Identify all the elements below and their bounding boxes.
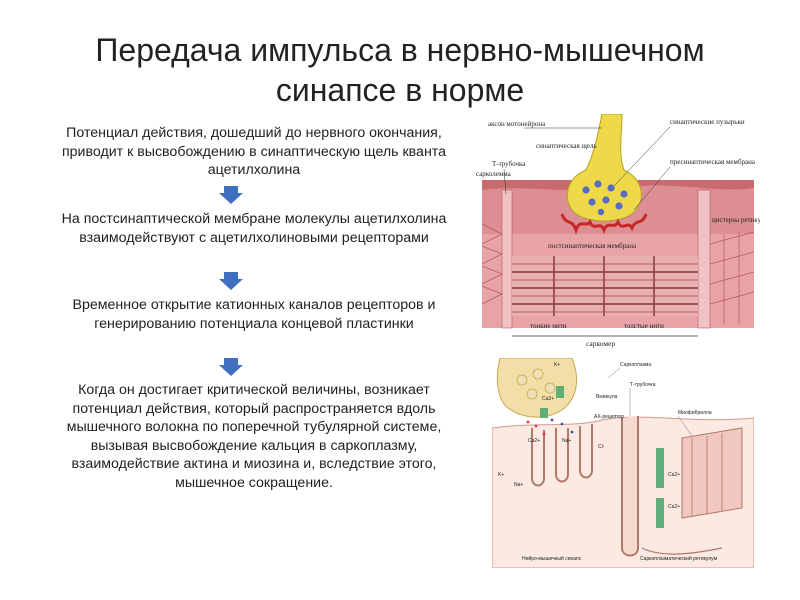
label-axon: аксон мотонейрона xyxy=(488,120,546,128)
label-k-left: K+ xyxy=(498,472,504,478)
down-arrow-icon xyxy=(219,186,243,204)
myofibrils xyxy=(512,256,698,316)
step-text-2: На постсинаптической мембране молекулы а… xyxy=(61,211,447,246)
nerve-terminal xyxy=(496,358,578,418)
label-k-top: K+ xyxy=(554,362,560,368)
label-ca-2: Ca2+ xyxy=(528,438,540,444)
label-ca-4: Ca2+ xyxy=(668,504,680,510)
label-sr: Саркоплазматический ретикулум xyxy=(640,555,718,562)
label-cl: Cl- xyxy=(598,444,605,450)
nerve-terminal xyxy=(566,114,642,222)
label-vesicles: синаптические пузырьки xyxy=(670,118,745,126)
label-postsynaptic: постсинаптическая мембрана xyxy=(548,242,637,250)
postsynaptic-folds xyxy=(560,213,648,235)
label-presynaptic: пресинаптическая мембрана xyxy=(670,158,756,166)
label-t-tubule: Т-трубочка xyxy=(630,382,656,388)
down-arrow-icon xyxy=(219,358,243,376)
label-myofibril: Миофибрилла xyxy=(678,410,712,416)
step-text-4: Когда он достигает критической величины,… xyxy=(66,382,442,491)
label-sarcomere: саркомер xyxy=(586,339,615,348)
synapse-structure-figure: аксон мотонейрона синаптические пузырьки… xyxy=(474,114,760,352)
label-sarcolemma: сарколемма xyxy=(476,170,512,178)
label-nm-synapse: Нейро-мышечный синапс xyxy=(522,555,582,562)
title-line-2: синапсе в норме xyxy=(275,72,525,108)
slide-title: Передача импульса в нервно-мышечном сина… xyxy=(0,30,800,110)
label-na-1: Na+ xyxy=(562,438,571,444)
label-ca-3: Ca2+ xyxy=(668,472,680,478)
myofibril xyxy=(681,427,743,519)
label-cistern: цистерна ретикулума xyxy=(712,216,760,224)
postsynaptic-folds xyxy=(531,424,593,487)
label-ca-1: Ca2+ xyxy=(542,396,554,402)
step-text-3: Временное открытие катионных каналов рец… xyxy=(72,297,436,332)
label-ach-receptor: АХ-рецептор xyxy=(594,414,624,420)
t-tubule xyxy=(621,416,639,557)
step-text-1: Потенциал действия, дошедший до нервного… xyxy=(61,125,447,178)
label-thin-filaments: тонкие нити xyxy=(530,322,567,330)
label-t-tubule: Т-трубочка xyxy=(492,160,526,168)
label-thick-filaments: толстые нити xyxy=(624,322,664,330)
synapse-mechanism-figure: K+ Саркоплазма Т-трубочка Ca2+ Везикула … xyxy=(492,358,754,568)
label-sarcoplasm: Саркоплазма xyxy=(620,362,651,368)
label-cleft: синаптическая щель xyxy=(536,142,597,150)
label-vesicle: Везикула xyxy=(596,394,618,400)
label-na-2: Na+ xyxy=(514,482,523,488)
down-arrow-icon xyxy=(219,272,243,290)
title-line-1: Передача импульса в нервно-мышечном xyxy=(95,32,705,68)
